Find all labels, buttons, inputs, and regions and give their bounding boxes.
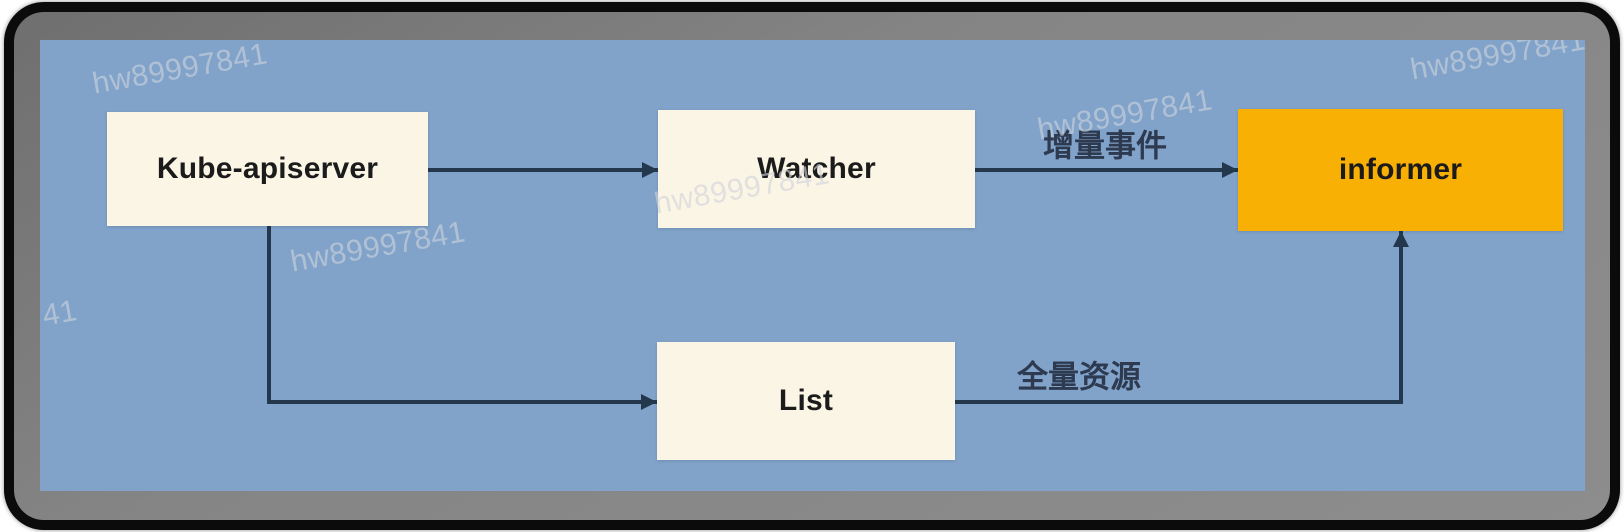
diagram-panel: Kube-apiserver Watcher List informer 增量事… xyxy=(40,40,1585,491)
arrow-list-to-informer xyxy=(955,231,1409,404)
node-kube-apiserver-label: Kube-apiserver xyxy=(156,152,379,185)
node-list: List xyxy=(657,342,955,460)
connector-lines xyxy=(267,162,1409,410)
edge-label-full-resources: 全量资源 xyxy=(1017,359,1141,395)
node-informer: informer xyxy=(1238,109,1563,231)
arrow-kube-to-list xyxy=(267,226,657,410)
node-informer-label: informer xyxy=(1338,153,1463,186)
edge-label-incremental-events: 增量事件 xyxy=(1043,128,1167,164)
node-kube-apiserver: Kube-apiserver xyxy=(107,112,428,226)
node-watcher: Watcher xyxy=(658,110,975,228)
node-watcher-label: Watcher xyxy=(757,152,876,185)
node-list-label: List xyxy=(778,384,834,417)
